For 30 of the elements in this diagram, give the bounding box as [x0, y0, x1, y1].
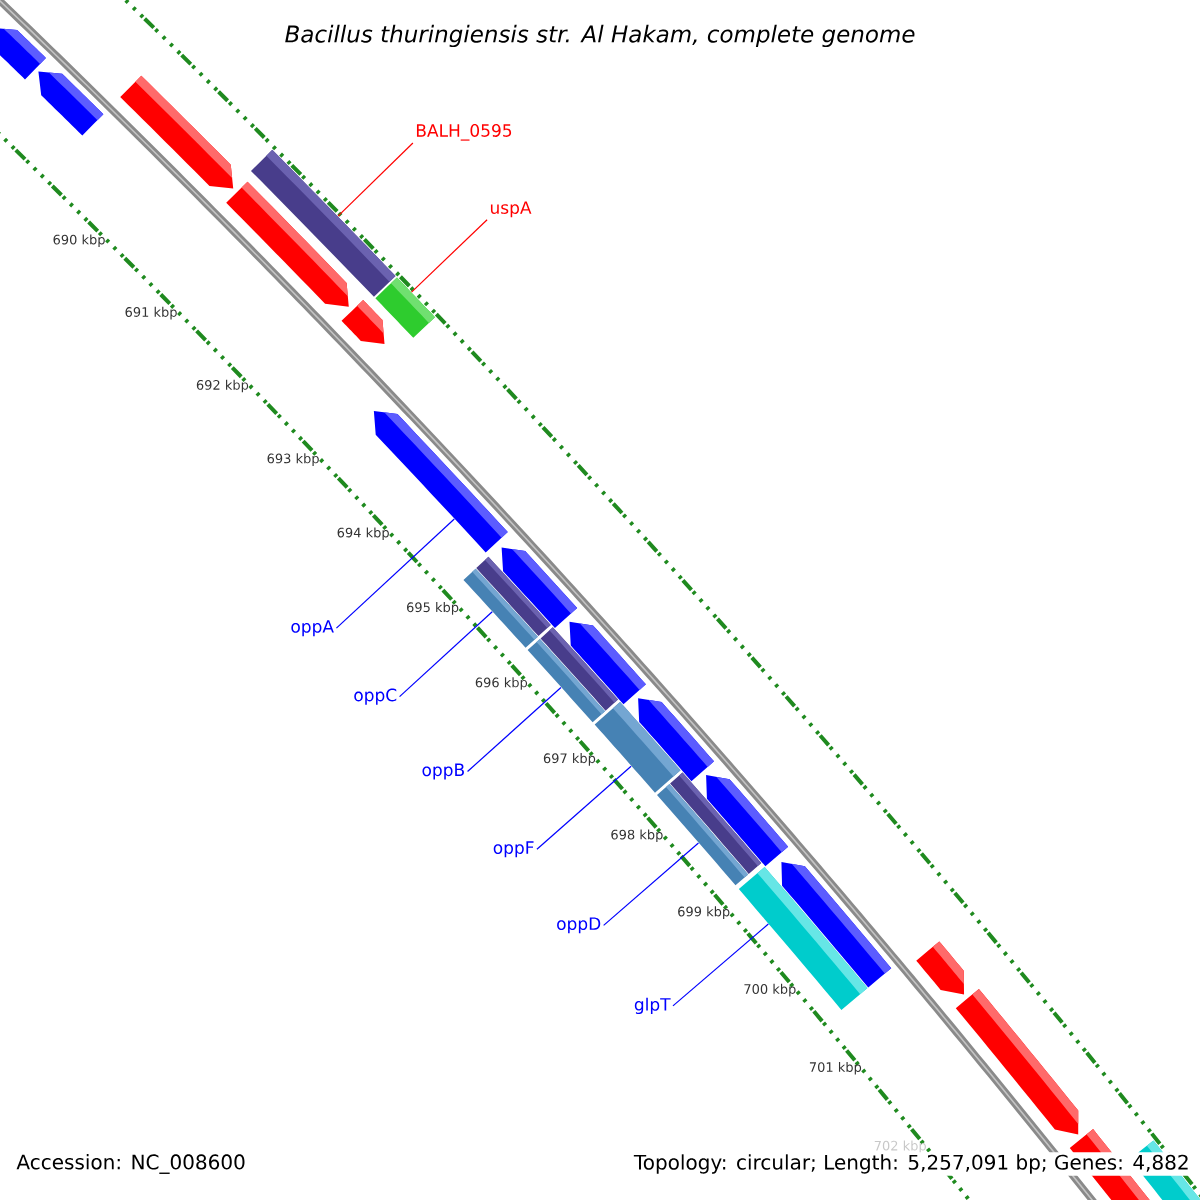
gene-feature [375, 277, 435, 338]
gene-label: oppD [557, 917, 601, 934]
gene-label: oppA [291, 620, 334, 637]
title: Bacillus thuringiensis str. Al Hakam, complete genome [285, 24, 915, 48]
leader-line [337, 142, 414, 217]
gene-feature [0, 27, 46, 80]
gene-label: uspA [490, 201, 532, 218]
leader-line [398, 611, 493, 698]
gene-feature [463, 556, 551, 648]
gene-feature [527, 627, 618, 723]
leader-line [536, 765, 632, 850]
gene-label: oppB [422, 763, 464, 780]
footer-text: Topology: circular; Length: 5,257,091 bp; Genes: 4,882 [631, 1152, 1192, 1176]
footer-text: Accession: NC_008600 [14, 1152, 248, 1176]
gene-feature [955, 989, 1079, 1135]
leader-line [335, 518, 455, 629]
gene-feature [341, 300, 385, 344]
leader-line [466, 686, 562, 773]
gene-feature [38, 71, 104, 136]
gene-feature [594, 701, 681, 793]
gene-label: glpT [634, 997, 671, 1015]
gene-feature [226, 181, 349, 307]
gene-feature [916, 941, 965, 995]
leader-line [672, 923, 769, 1007]
gene-label: oppC [354, 688, 397, 705]
gene-feature [120, 75, 234, 189]
gene-label: BALH_0595 [416, 124, 512, 141]
leader-line [603, 842, 700, 926]
leader-line [410, 219, 488, 293]
gene-label: oppF [493, 841, 534, 858]
